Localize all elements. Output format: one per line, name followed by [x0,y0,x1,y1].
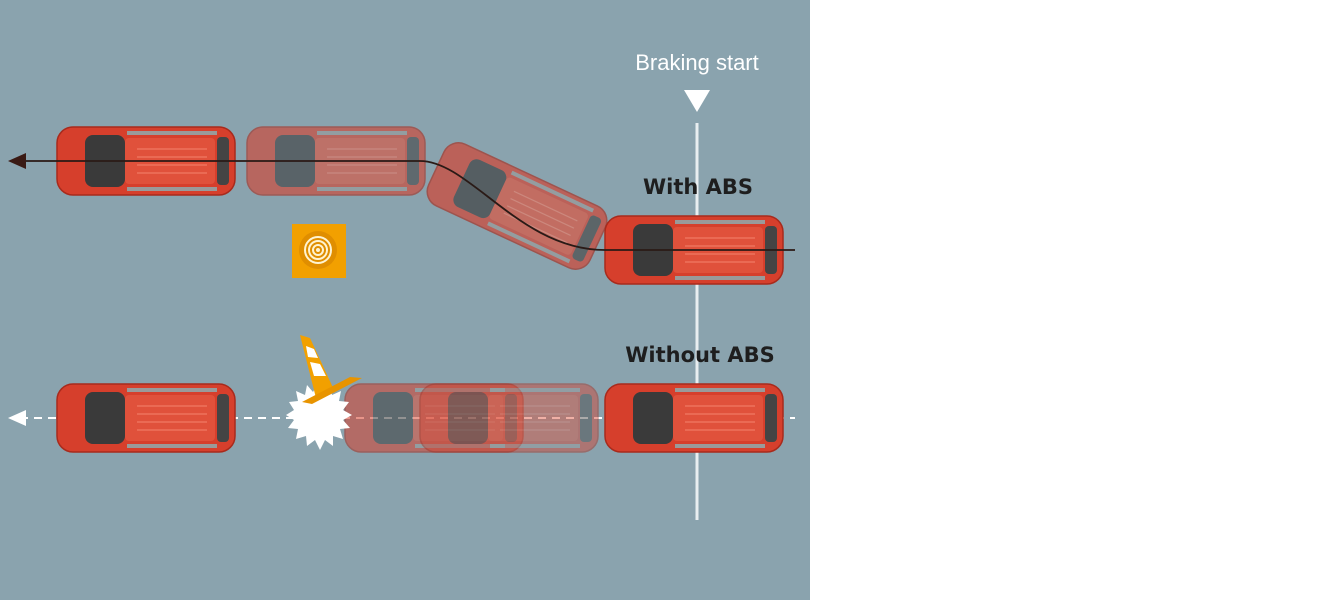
collision-burst-icon [286,383,352,450]
without-abs-row [8,335,795,453]
arrow-left-icon [8,153,26,169]
abs-diagram: Braking start With ABS Without ABS [0,0,810,600]
arrow-left-icon [8,410,26,426]
traffic-cone-icon [300,335,362,404]
car-without-abs-ghost [419,383,599,453]
with-abs-path [20,160,795,251]
diagram-canvas [8,90,795,520]
with-abs-label: With ABS [642,175,754,199]
car-without-abs-start [604,383,784,453]
braking-start-label: Braking start [635,50,759,75]
with-abs-row [8,126,795,285]
car-without-abs-end [56,383,236,453]
braking-start-marker-icon [684,90,710,112]
without-abs-label: Without ABS [625,343,775,367]
abs-warning-icon [292,224,346,278]
car-with-abs-swerving [421,136,613,276]
